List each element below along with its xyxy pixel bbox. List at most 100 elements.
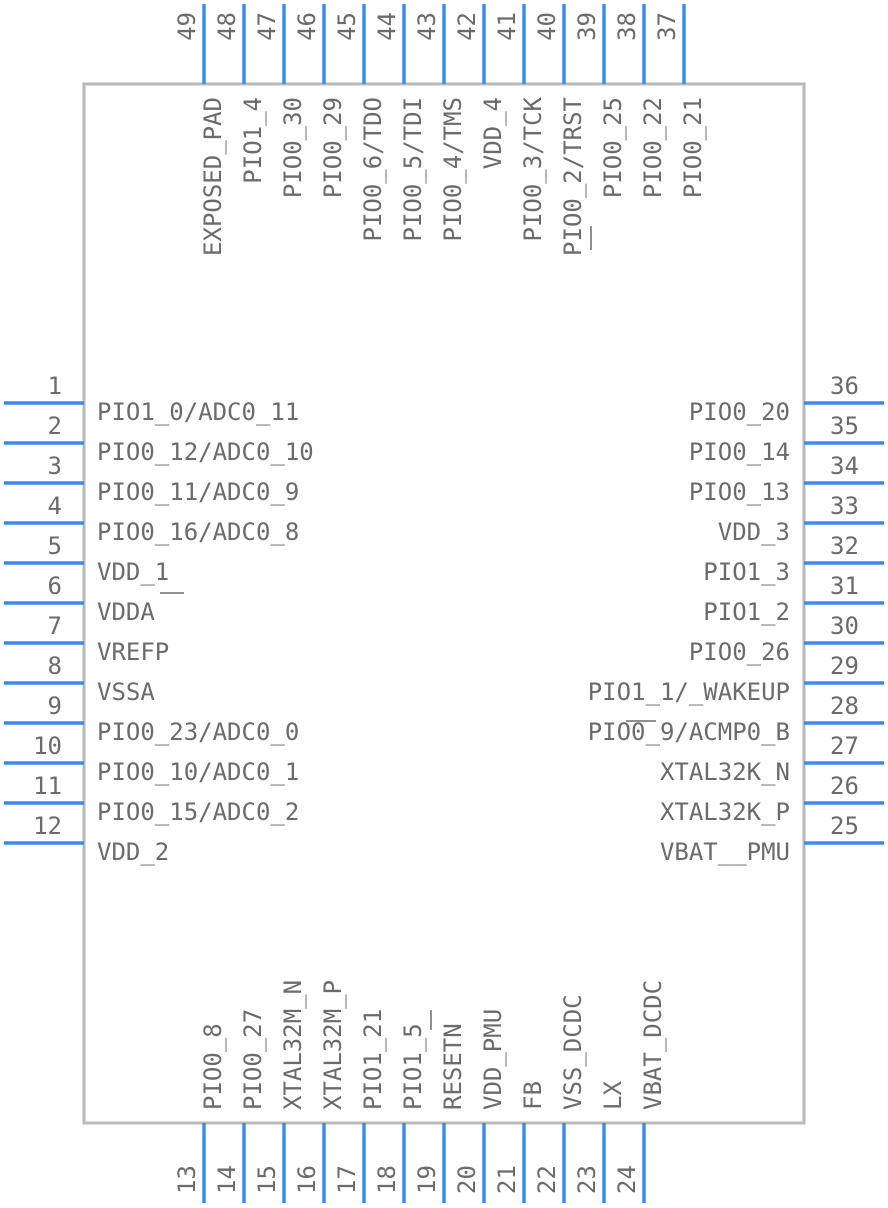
pin-label-19: RESETN [439,1023,467,1110]
pin-number-23: 23 [573,1165,601,1194]
pin-label-37: PIO0_21 [679,97,707,198]
pin-number-36: 36 [830,372,859,400]
pin-label-27: XTAL32K_N [660,758,790,786]
pin-label-48: PIO1_4 [239,97,267,184]
pin-label-15: XTAL32M_N [279,980,307,1110]
pin-label-41: PIO0_3/TCK [519,96,547,241]
pin-number-9: 9 [48,692,62,720]
pin-number-4: 4 [48,492,62,520]
pin-label-20: VDD_PMU [479,1009,507,1110]
pin-number-18: 18 [373,1165,401,1194]
pin-number-6: 6 [48,572,62,600]
pin-label-5: VDD_1 [97,558,169,586]
pin-label-42: VDD_4 [479,97,507,169]
pin-number-34: 34 [830,452,859,480]
pin-number-12: 12 [33,812,62,840]
pin-label-22: VSS_DCDC [559,994,587,1110]
pin-label-18: PIO1_5 [399,1023,427,1110]
pin-number-16: 16 [293,1165,321,1194]
pin-number-41: 41 [493,12,521,41]
pin-label-39: PIO0_25 [599,97,627,198]
pin-label-25: VBAT__PMU [660,838,790,866]
pin-label-1: PIO1_0/ADC0_11 [97,398,299,426]
pin-label-14: PIO0_27 [239,1009,267,1110]
pin-number-14: 14 [213,1165,241,1194]
pin-number-43: 43 [413,12,441,41]
pin-number-28: 28 [830,692,859,720]
pin-number-19: 19 [413,1165,441,1194]
pin-label-17: PIO1_21 [359,1009,387,1110]
ic-body [82,82,806,1125]
pin-label-28: PIO0_9/ACMP0_B [588,718,790,746]
pin-label-16: XTAL32M_P [319,980,347,1110]
pin-number-20: 20 [453,1165,481,1194]
pin-number-44: 44 [373,12,401,41]
pin-number-47: 47 [253,12,281,41]
pin-number-27: 27 [830,732,859,760]
pin-number-21: 21 [493,1165,521,1194]
pin-number-39: 39 [573,12,601,41]
pin-number-31: 31 [830,572,859,600]
pin-label-4: PIO0_16/ADC0_8 [97,518,299,546]
pin-number-17: 17 [333,1165,361,1194]
pin-number-38: 38 [613,12,641,41]
pin-number-15: 15 [253,1165,281,1194]
pin-number-1: 1 [48,372,62,400]
pin-number-40: 40 [533,12,561,41]
pin-label-9: PIO0_23/ADC0_0 [97,718,299,746]
pin-label-23: LX [599,1081,627,1110]
pin-number-10: 10 [33,732,62,760]
pin-number-3: 3 [48,452,62,480]
pin-label-11: PIO0_15/ADC0_2 [97,798,299,826]
pin-number-42: 42 [453,12,481,41]
pin-label-38: PIO0_22 [639,97,667,198]
pin-number-48: 48 [213,12,241,41]
pin-label-31: PIO1_2 [703,598,790,626]
pin-number-22: 22 [533,1165,561,1194]
pin-label-13: PIO0_8 [199,1023,227,1110]
pin-label-21: FB [519,1081,547,1110]
pin-number-49: 49 [173,12,201,41]
pin-number-32: 32 [830,532,859,560]
pin-number-2: 2 [48,412,62,440]
pin-number-30: 30 [830,612,859,640]
pin-label-34: PIO0_13 [689,478,790,506]
pin-number-5: 5 [48,532,62,560]
pin-label-26: XTAL32K_P [660,798,790,826]
pin-label-44: PIO0_5/TDI [399,97,427,242]
pin-label-7: VREFP [97,638,169,666]
pin-label-29: PIO1_1/_WAKEUP [588,678,790,706]
pin-number-29: 29 [830,652,859,680]
pin-label-2: PIO0_12/ADC0_10 [97,438,314,466]
pin-label-8: VSSA [97,678,155,706]
pin-number-11: 11 [33,772,62,800]
pin-number-37: 37 [653,12,681,41]
pin-label-35: PIO0_14 [689,438,790,466]
pin-label-40: PIO0_2/TRST [559,97,587,256]
pin-label-3: PIO0_11/ADC0_9 [97,478,299,506]
pin-number-35: 35 [830,412,859,440]
pin-number-8: 8 [48,652,62,680]
pin-label-24: VBAT_DCDC [639,980,667,1110]
pin-number-26: 26 [830,772,859,800]
pin-number-46: 46 [293,12,321,41]
pin-label-45: PIO0_6/TDO [359,97,387,242]
pin-label-33: VDD_3 [718,518,790,546]
pin-number-45: 45 [333,12,361,41]
pin-label-36: PIO0_20 [689,398,790,426]
pin-label-6: VDDA [97,598,155,626]
pin-number-24: 24 [613,1165,641,1194]
pin-number-33: 33 [830,492,859,520]
pin-label-47: PIO0_30 [279,97,307,198]
pin-label-43: PIO0_4/TMS [439,97,467,242]
pin-label-46: PIO0_29 [319,97,347,198]
pin-label-12: VDD_2 [97,838,169,866]
pin-label-49: EXPOSED_PAD [199,97,227,256]
pin-label-32: PIO1_3 [703,558,790,586]
pin-label-30: PIO0_26 [689,638,790,666]
pin-number-7: 7 [48,612,62,640]
pin-label-10: PIO0_10/ADC0_1 [97,758,299,786]
pin-number-25: 25 [830,812,859,840]
